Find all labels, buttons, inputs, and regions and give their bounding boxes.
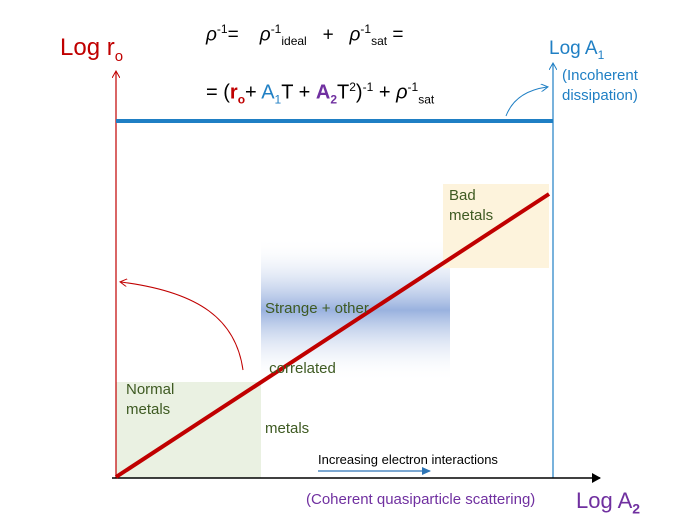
eq1-inv: -1 — [216, 22, 228, 36]
left-axis-label-text: Log r — [60, 34, 115, 61]
eq2-t1: T + — [281, 81, 316, 104]
eq1-ideal: ideal — [281, 34, 307, 49]
eq1-rho: ρ — [206, 24, 217, 46]
eq2-plus2: + — [373, 81, 397, 104]
eq2-a2: A — [315, 81, 331, 104]
left-axis-label: Log ro — [60, 34, 123, 65]
eq1-rho-sat: ρ — [349, 24, 361, 46]
bad-metals-line2: metals — [449, 207, 494, 224]
right-axis-note: (Incoherent dissipation) — [562, 66, 638, 106]
bad-metals-line1: Bad — [449, 187, 476, 204]
eq2-t2: T — [337, 81, 350, 104]
normal-metals-line1: Normal — [126, 381, 175, 398]
bottom-axis-note: (Coherent quasiparticle scattering) — [306, 491, 536, 508]
eq2-sat: sat — [418, 92, 435, 107]
equation-line-2: = (ro+ A1T + A2T2)-1 + ρ-1sat — [206, 80, 434, 107]
strange-metals-label: Strange + other correlated metals — [265, 259, 369, 459]
bad-metals-label: Bad metals — [449, 186, 493, 226]
normal-metals-label: Normal metals — [126, 380, 174, 420]
strange-metals-line3: metals — [265, 420, 310, 437]
eq2-lead: = ( — [206, 81, 230, 104]
eq1-inv-sat: -1 — [360, 22, 372, 36]
right-axis-note-line2: dissipation) — [562, 87, 638, 104]
right-axis-label-text: Log A — [549, 38, 598, 59]
eq2-a1: A — [261, 81, 275, 104]
strange-metals-region — [261, 238, 450, 382]
trend-line — [114, 192, 551, 479]
eq1-rho-ideal: ρ — [259, 24, 271, 46]
right-axis-label-sub: 1 — [597, 47, 605, 62]
eq2-close: ) — [355, 81, 363, 104]
bottom-axis-label: Log A2 — [576, 488, 640, 516]
eq2-t2-sup: 2 — [349, 80, 356, 94]
normal-metals-line2: metals — [126, 401, 171, 418]
eq2-inv: -1 — [407, 80, 419, 94]
curved-arrow-red — [121, 282, 244, 371]
right-axis-label: Log A1 — [549, 38, 604, 62]
eq2-a2-sub: 2 — [330, 92, 338, 107]
bottom-axis-label-text: Log A — [576, 488, 633, 513]
eq2-r-sub: o — [237, 92, 246, 107]
eq1-equals: = — [227, 24, 239, 46]
eq1-sat: sat — [371, 34, 388, 49]
eq2-r: r — [229, 81, 238, 104]
eq1-plus: + — [322, 24, 334, 46]
left-axis-label-sub: o — [114, 47, 124, 65]
eq1-inv-ideal: -1 — [270, 22, 282, 36]
bottom-axis-label-sub: 2 — [632, 500, 641, 517]
strange-metals-line1: Strange + other — [265, 300, 369, 317]
interactions-annotation: Increasing electron interactions — [318, 452, 498, 467]
right-axis-note-line1: (Incoherent — [562, 67, 638, 84]
eq2-close-sup: -1 — [362, 80, 374, 94]
eq2-rho: ρ — [396, 81, 408, 104]
curved-arrow-blue — [505, 87, 547, 117]
eq2-a1-sub: 1 — [274, 92, 282, 107]
equation-line-1: ρ-1= ρ-1ideal + ρ-1sat = — [206, 22, 403, 48]
eq1-equals-2: = — [392, 24, 404, 46]
eq2-plus1: + — [245, 81, 262, 104]
strange-metals-line2: correlated — [265, 360, 336, 377]
